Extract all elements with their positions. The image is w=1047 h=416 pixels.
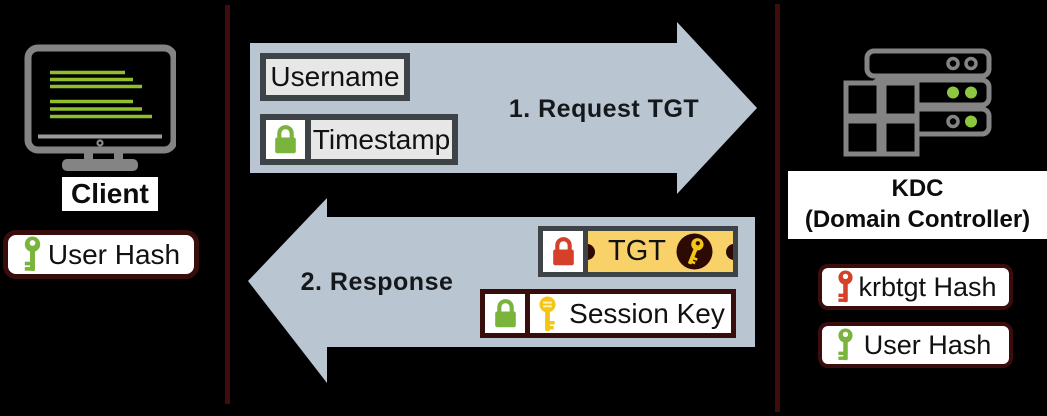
key-icon: [835, 270, 856, 304]
key-icon: [536, 296, 559, 332]
key-icon: [676, 233, 713, 270]
session-key-box: Session Key: [480, 289, 736, 338]
lock-icon-red: [543, 231, 588, 272]
client-title: Client: [62, 177, 158, 211]
client-monitor-icon: [24, 44, 176, 171]
timestamp-label: Timestamp: [311, 120, 452, 159]
ticket-notch-left: [588, 243, 595, 260]
divider-line-left: [225, 5, 230, 404]
response-step-label: 2. Response: [300, 268, 454, 296]
session-key-content: Session Key: [530, 294, 731, 333]
krbtgt-hash-badge: krbtgt Hash: [818, 264, 1013, 310]
kdc-user-hash-badge: User Hash: [818, 322, 1013, 368]
lock-icon-green: [485, 294, 530, 333]
username-label: Username: [270, 61, 400, 92]
kdc-server-icon: [843, 48, 992, 157]
kdc-user-hash-label: User Hash: [863, 329, 992, 360]
tgt-ticket: TGT: [588, 231, 733, 272]
key-icon: [21, 236, 44, 273]
session-key-label: Session Key: [569, 297, 725, 329]
key-icon: [835, 328, 856, 362]
tgt-label: TGT: [608, 235, 666, 267]
kdc-title-line2: (Domain Controller): [804, 206, 1031, 233]
lock-icon-green: [266, 120, 311, 159]
timestamp-box: Timestamp: [260, 114, 458, 165]
request-step-label: 1. Request TGT: [508, 95, 700, 123]
krbtgt-hash-label: krbtgt Hash: [858, 271, 997, 302]
tgt-box: TGT: [538, 226, 738, 277]
divider-line-right: [775, 4, 780, 412]
kdc-title-line1: KDC: [891, 175, 944, 202]
client-user-hash-badge: User Hash: [3, 230, 199, 279]
ticket-notch-right: [726, 243, 733, 260]
username-box: Username: [260, 53, 410, 101]
client-user-hash-label: User Hash: [47, 238, 181, 270]
kdc-title: KDC (Domain Controller): [788, 171, 1047, 239]
